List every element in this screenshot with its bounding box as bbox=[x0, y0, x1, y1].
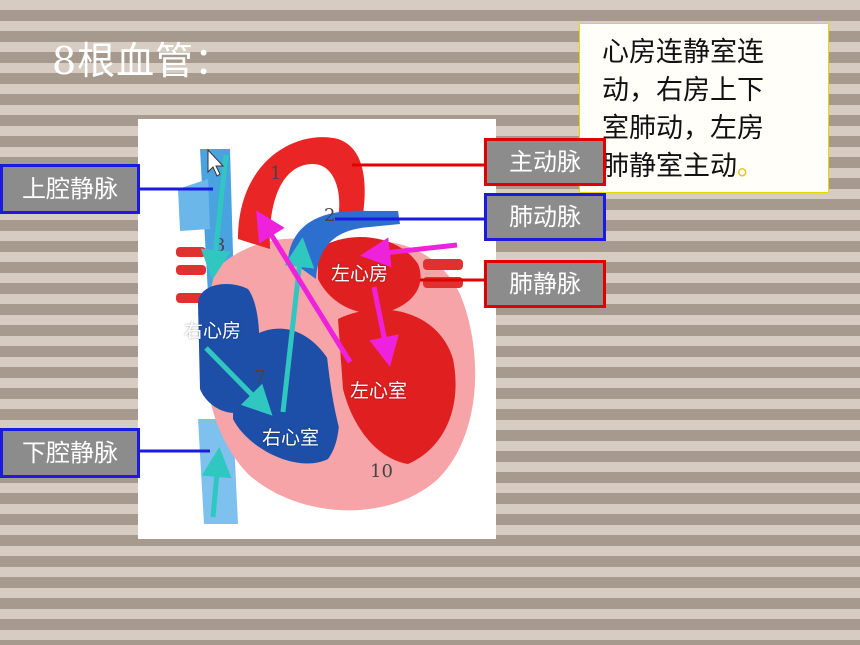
superior-vena-cava-callout: 上腔静脉 bbox=[0, 164, 140, 214]
vessel-number-3: 3 bbox=[214, 235, 226, 256]
aorta-callout: 主动脉 bbox=[484, 138, 606, 186]
vessel-number-2: 2 bbox=[324, 205, 336, 226]
pulmonary-vein-stub-1 bbox=[423, 259, 463, 270]
mnemonic-note: 心房连静室连 动，右房上下 室肺动，左房 肺静室主动。 bbox=[579, 23, 829, 193]
note-line-1: 心房连静室连 bbox=[602, 37, 764, 68]
vessel-number-7: 7 bbox=[254, 367, 266, 388]
vessel-stub-3 bbox=[176, 293, 204, 303]
vessel-number-1: 1 bbox=[270, 163, 282, 184]
note-line-2: 动，右房上下 bbox=[602, 75, 764, 106]
note-end-mark: 。 bbox=[737, 151, 764, 182]
left-atrium-label: 左心房 bbox=[331, 263, 389, 285]
pulmonary-artery-callout: 肺动脉 bbox=[484, 193, 606, 241]
svc-branch-shape bbox=[178, 179, 210, 231]
note-line-4-text: 肺静室主动 bbox=[602, 151, 737, 182]
pulmonary-vein-callout: 肺静脉 bbox=[484, 260, 606, 308]
note-line-3: 室肺动，左房 bbox=[602, 113, 764, 144]
right-atrium-label: 右心房 bbox=[184, 320, 242, 342]
vessel-stub-2 bbox=[176, 265, 206, 275]
note-line-4: 肺静室主动。 bbox=[602, 148, 818, 186]
right-ventricle-label: 右心室 bbox=[262, 427, 320, 449]
vessel-stub-1 bbox=[176, 247, 206, 257]
left-ventricle-label: 左心室 bbox=[350, 380, 408, 402]
vessel-number-10: 10 bbox=[370, 461, 393, 482]
pulmonary-vein-stub-2 bbox=[423, 277, 463, 288]
heart-diagram: 1 2 3 7 10 左心房 右心房 左心室 右心室 bbox=[138, 119, 496, 539]
slide-title: 8根血管： bbox=[52, 39, 234, 83]
inferior-vena-cava-callout: 下腔静脉 bbox=[0, 428, 140, 478]
left-ventricle-shape bbox=[338, 309, 456, 464]
